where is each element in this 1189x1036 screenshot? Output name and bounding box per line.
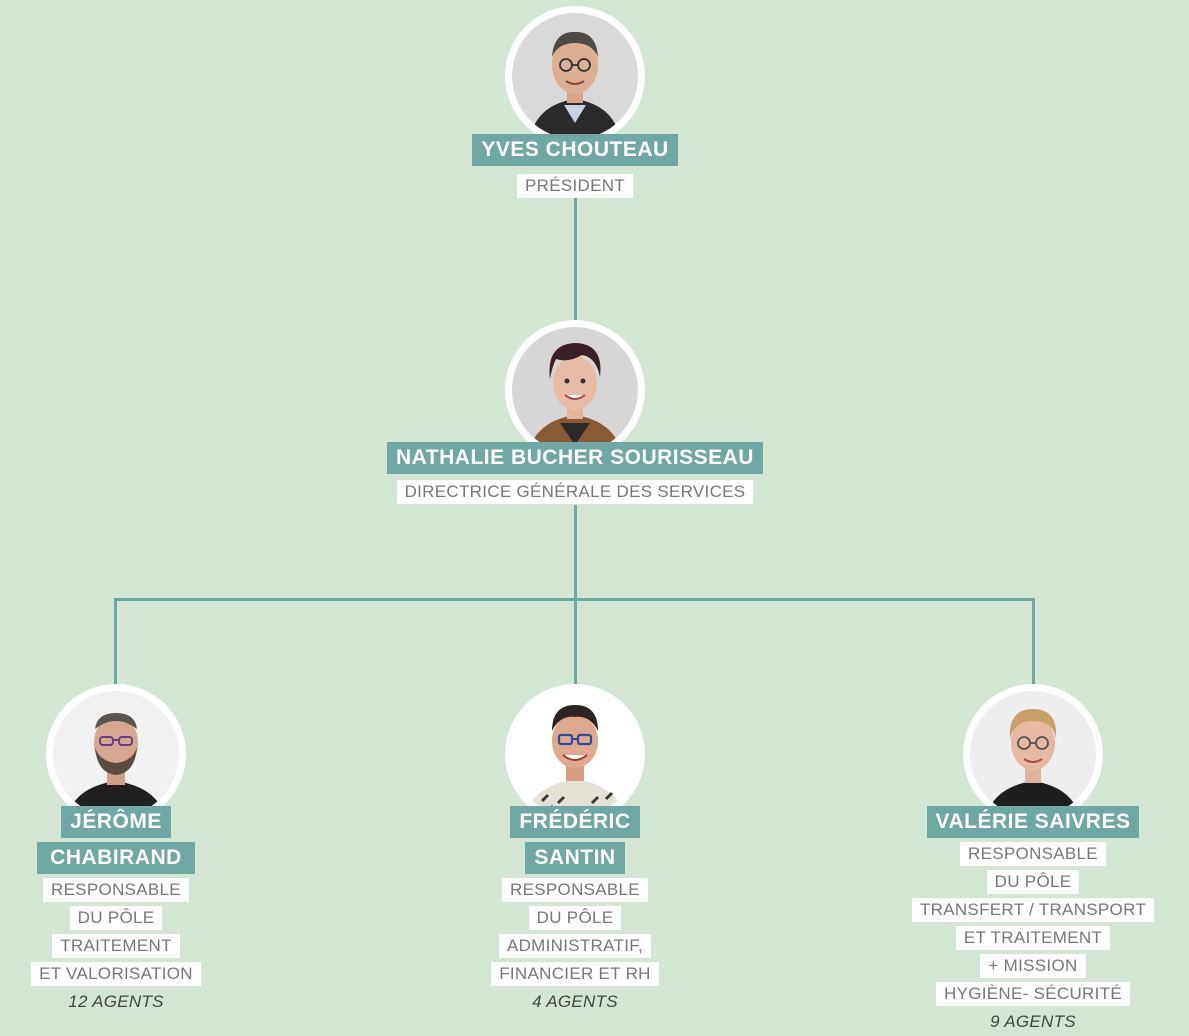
avatar <box>46 684 186 824</box>
person-name: YVES CHOUTEAU <box>472 134 678 166</box>
person-role-line: DU PÔLE <box>986 870 1080 894</box>
agents-count: 12 AGENTS <box>68 992 164 1011</box>
org-node-head-traitement: JÉRÔME CHABIRAND RESPONSABLE DU PÔLE TRA… <box>0 684 232 1014</box>
person-role-line: HYGIÈNE- SÉCURITÉ <box>936 982 1130 1006</box>
person-name-line: JÉRÔME <box>61 806 171 838</box>
org-node-director: NATHALIE BUCHER SOURISSEAU DIRECTRICE GÉ… <box>325 320 825 504</box>
portrait-photo <box>512 691 638 817</box>
avatar <box>505 320 645 460</box>
person-role-line: FINANCIER ET RH <box>491 962 659 986</box>
person-name-line: CHABIRAND <box>37 842 195 874</box>
person-role-line: ET VALORISATION <box>31 962 201 986</box>
person-role-line: + MISSION <box>980 954 1086 978</box>
org-node-head-administratif: FRÉDÉRIC SANTIN RESPONSABLE DU PÔLE ADMI… <box>455 684 695 1014</box>
connector-left-branch <box>114 598 117 694</box>
person-name-line: FRÉDÉRIC <box>510 806 640 838</box>
person-role-line: RESPONSABLE <box>960 842 1106 866</box>
org-node-head-transfert: VALÉRIE SAIVRES RESPONSABLE DU PÔLE TRAN… <box>883 684 1183 1034</box>
avatar <box>963 684 1103 824</box>
portrait-photo <box>53 691 179 817</box>
person-role: DIRECTRICE GÉNÉRALE DES SERVICES <box>396 480 754 504</box>
person-name-line: VALÉRIE SAIVRES <box>926 806 1140 838</box>
portrait-photo <box>512 327 638 453</box>
agents-count: 9 AGENTS <box>990 1012 1076 1031</box>
person-role-line: ET TRAITEMENT <box>955 926 1111 950</box>
portrait-photo <box>970 691 1096 817</box>
connector-horizontal-bar <box>114 598 1035 601</box>
person-role-line: DU PÔLE <box>69 906 163 930</box>
person-role: PRÉSIDENT <box>517 174 633 198</box>
person-role-line: ADMINISTRATIF, <box>498 934 652 958</box>
portrait-photo <box>512 13 638 139</box>
connector-president-director <box>574 190 577 330</box>
person-role-line: TRANSFERT / TRANSPORT <box>911 898 1155 922</box>
connector-right-branch <box>1032 598 1035 694</box>
avatar <box>505 684 645 824</box>
agents-count: 4 AGENTS <box>532 992 618 1011</box>
avatar <box>505 6 645 146</box>
person-name-line: SANTIN <box>525 842 625 874</box>
person-role-line: DU PÔLE <box>528 906 622 930</box>
person-name: NATHALIE BUCHER SOURISSEAU <box>387 442 763 474</box>
person-role-line: RESPONSABLE <box>43 878 189 902</box>
org-node-president: YVES CHOUTEAU PRÉSIDENT <box>375 6 775 198</box>
person-role-line: TRAITEMENT <box>52 934 180 958</box>
person-role-line: RESPONSABLE <box>502 878 648 902</box>
